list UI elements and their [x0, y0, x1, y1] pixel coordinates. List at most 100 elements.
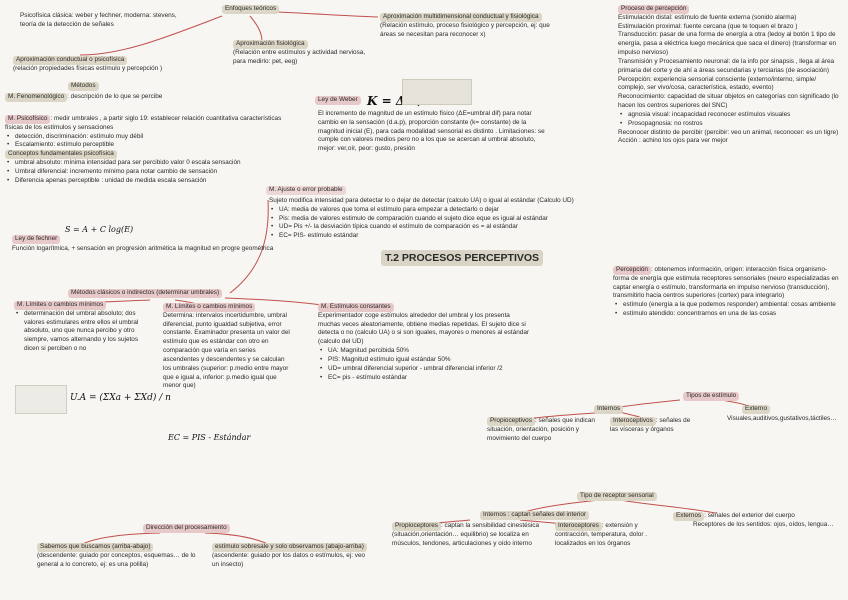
- proceso-line: Estimulación proximal: fuente cercana (q…: [618, 22, 798, 30]
- ajuste-item: Pis: media de valores estimulo de compar…: [271, 215, 614, 224]
- proceso-line: Percepción: experiencia sensorial consci…: [618, 75, 817, 92]
- proceso-line: Reconocer distinto de percibir (percibir…: [618, 128, 839, 136]
- estimulo-externos-text-block: Visuales,auditivos,gustativos,táctiles…: [727, 415, 837, 422]
- multi-block: Aproximación multidimensional conductual…: [380, 13, 565, 39]
- const-item: PIS: Magnitud estímulo igual estándar 50…: [320, 356, 533, 365]
- const-items: UA: Magnitud percibida 50% PIS: Magnitud…: [318, 347, 533, 382]
- concepto-item: umbral absoluto: mínima intensidad para …: [7, 159, 283, 168]
- receptor-intero-label: Interoceptores: [555, 522, 602, 531]
- const-item: UA: Magnitud percibida 50%: [320, 347, 533, 356]
- conceptos-title: Conceptos fundamentales psicofísica: [5, 150, 117, 160]
- receptor-internos-text: Internos : captan señales del interior: [480, 511, 590, 520]
- ajuste-intro: Sujeto modifica intensidad para detectar…: [269, 197, 574, 204]
- lim2-text: Determina: intervalos incertidumbre, umb…: [163, 311, 290, 390]
- fechner-formula: S = A + C log(E): [65, 225, 134, 234]
- percepcion-item: estímulo (energía a la que podemos respo…: [615, 301, 841, 310]
- tipos-estimulo-title: Tipos de estímulo: [683, 392, 740, 401]
- cond-title: Aproximación conductual o psicofísica: [13, 56, 128, 65]
- feno-text: : descripción de lo que se percibe: [67, 93, 163, 100]
- const-item: EC= pis - estímulo estándar: [320, 374, 533, 383]
- estimulo-internos-text: Internos: [594, 405, 624, 414]
- bu-text: (descendente: guiado por conceptos, esqu…: [37, 551, 196, 568]
- const-item: UD= umbral diferencial superior - umbral…: [320, 365, 533, 374]
- psico-text: : medir umbrales , a partir siglo 19: es…: [5, 115, 282, 131]
- rec-items: agnosia visual: incapacidad reconocer es…: [618, 111, 844, 129]
- fechner-title: Ley de fechner: [12, 235, 61, 244]
- weber-text: El incremento de magnitud de un estímulo…: [318, 110, 545, 153]
- proceso-line: Transmisión y Procesamiento neuronal: de…: [618, 57, 835, 74]
- enfoques-title: Enfoques teóricos: [222, 5, 280, 14]
- proceso-line: Transducción: pasar de una forma de ener…: [618, 31, 837, 57]
- proceso-line: Reconocimiento: capacidad de situar obje…: [618, 93, 839, 110]
- proceso-line: Estimulación distal: estímulo de fuente …: [618, 13, 797, 21]
- weber-thumbnail: [402, 79, 472, 105]
- receptor-extero-label: Externos: [673, 512, 705, 521]
- td-block: estímulo sobresale y solo observamos (ab…: [212, 543, 367, 569]
- cond-text: (relación propiedades físicas estímulo y…: [13, 64, 163, 72]
- multi-text: (Relación estímulo, proceso fisiológico …: [380, 21, 550, 38]
- lim2-formula: EC = PIS - Estándar: [168, 433, 251, 442]
- td-title: estímulo sobresale y solo observamos (ab…: [212, 543, 367, 552]
- page-title: T.2 PROCESOS PERCEPTIVOS: [381, 250, 544, 267]
- fechner-text: Función logarítmica, + sensación en prog…: [12, 245, 274, 252]
- ajuste-items: UA: media de valores que toma el estímul…: [269, 206, 614, 241]
- bu-block: Sabemos que buscamos (arriba-abajo) (des…: [37, 543, 207, 569]
- concepto-item: Umbral diferencial: incremento mínimo pa…: [7, 168, 283, 177]
- rec-item: agnosia visual: incapacidad reconocer es…: [620, 111, 844, 120]
- psico-label: M. Psicofísico: [5, 115, 51, 124]
- receptor-propio-label: Propioceptores: [392, 522, 441, 531]
- td-text: (ascendente: guiado por los datos o estí…: [212, 551, 366, 568]
- direccion-title: Dirección del procesamiento: [143, 524, 230, 533]
- ajuste-item: UA: media de valores que toma el estímul…: [271, 206, 614, 215]
- estimulo-propio-block: Propioceptivos: señales que indican situ…: [487, 417, 609, 443]
- clasicos-title-text: Métodos clásicos o indirectos (determina…: [68, 289, 223, 298]
- estimulo-externos-text: Externo: [742, 405, 771, 414]
- receptor-propio-block: Propioceptores: captan la sensibilidad c…: [392, 522, 552, 548]
- psicofisica-text: Psicofísica clásica: weber y fechner, mo…: [20, 12, 177, 28]
- lim2-block: M. Límites o cambios mínimos Determina: …: [163, 303, 293, 391]
- receptor-internos: Internos : captan señales del interior: [480, 511, 590, 520]
- tipos-estimulo-title-text: Tipos de estímulo: [683, 392, 740, 401]
- fisio-text: (Relación entre estímulos y actividad ne…: [233, 48, 366, 65]
- percepcion-block: Percepción: obtenemos información, orige…: [613, 266, 841, 319]
- ajuste-item: EC= PIS- estímulo estándar: [271, 232, 614, 241]
- lim2-title: M. Límites o cambios mínimos: [163, 303, 256, 312]
- weber-title-text: Ley de Weber: [315, 96, 361, 105]
- receptor-propio-text: : captan la sensibilidad cinestésica (si…: [392, 522, 540, 547]
- estimulo-internos: Internos: [594, 405, 624, 414]
- estimulo-intero-label: Interoceptivos: [610, 417, 656, 426]
- multi-title: Aproximación multidimensional conductual…: [380, 13, 542, 22]
- clasicos-title: Métodos clásicos o indirectos (determina…: [68, 289, 223, 298]
- const-block: M. Estímulos constantes Experimentador c…: [318, 303, 533, 382]
- estimulo-intero-block: Interoceptivos: señales de las vísceras …: [610, 417, 700, 435]
- feno-label: M. Fenomenológico: [5, 93, 68, 102]
- fisio-block: Aproximación fisiológica (Relación entre…: [233, 40, 378, 66]
- psico-item: detección, discriminación: estímulo muy …: [7, 133, 283, 142]
- receptor-extero-block: Externos: señales del exterior del cuerp…: [673, 512, 845, 530]
- const-intro: Experimentador coge estímulos alrededor …: [318, 311, 530, 346]
- lim1-title: M. Límites o cambios mínimos: [14, 301, 107, 310]
- rec-item: Prosopagnosia: no rostros: [620, 120, 844, 129]
- percepcion-text: : obtenemos información, origen: interac…: [613, 266, 839, 300]
- estimulo-propio-text: : señales que indican situación, orienta…: [487, 417, 595, 442]
- cond-block: Aproximación conductual o psicofísica (r…: [13, 56, 198, 74]
- receptor-intero-text: : extensión y contracción, temperatura, …: [555, 522, 647, 547]
- estimulo-externos: Externo: [742, 405, 771, 414]
- tipos-receptor-title: Tipo de receptor sensorial: [577, 492, 657, 501]
- const-title: M. Estímulos constantes: [318, 303, 394, 312]
- conceptos-items: umbral absoluto: mínima intensidad para …: [5, 159, 283, 185]
- estimulo-propio-label: Propioceptivos: [487, 417, 535, 426]
- ajuste-item: UD= Pis +/- la desviación típica cuando …: [271, 223, 614, 232]
- lim1-block: M. Límites o cambios mínimos determinaci…: [14, 301, 149, 354]
- direccion-title-text: Dirección del procesamiento: [143, 524, 230, 533]
- feno-block: M. Fenomenológico: descripción de lo que…: [5, 93, 205, 102]
- psicofisico-block: M. Psicofísico: medir umbrales , a parti…: [5, 115, 283, 186]
- psico-item: Escalamiento: estímulo perceptible: [7, 141, 283, 150]
- ajuste-title: M. Ajuste o error probable: [266, 186, 346, 195]
- lim1-formula: U.A = (ΣXa + ΣXd) / n: [70, 393, 171, 403]
- psico-items: detección, discriminación: estímulo muy …: [5, 133, 283, 151]
- percepcion-items: estímulo (energía a la que podemos respo…: [613, 301, 841, 319]
- lim1-item: determinación del umbral absoluto; dos v…: [16, 310, 149, 354]
- percepcion-label: Percepción: [613, 266, 651, 275]
- metodos-title: Métodos: [68, 82, 99, 91]
